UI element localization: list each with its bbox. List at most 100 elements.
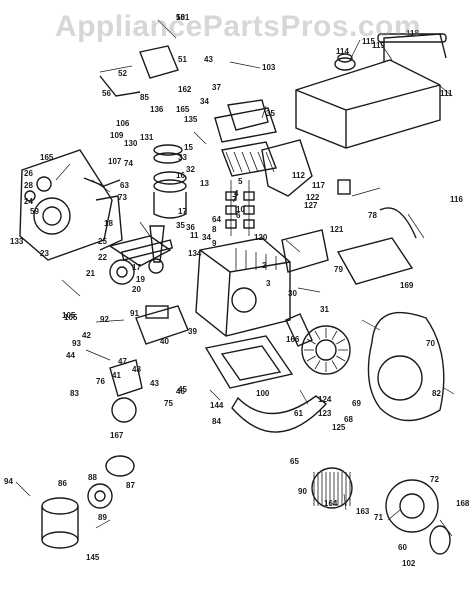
part-number-label: 48: [132, 365, 141, 374]
tank-handle: [383, 33, 447, 62]
part-number-label: 85: [140, 93, 149, 102]
part-number-label: 51: [178, 55, 187, 64]
part-number-label: 26: [24, 169, 33, 178]
part-number-label: 100: [256, 389, 270, 398]
part-number-label: 63: [120, 181, 129, 190]
part-number-label: 106: [116, 119, 130, 128]
part-number-label: 74: [124, 159, 133, 168]
starter-cup-sides: [41, 506, 79, 540]
part-number-label: 135: [184, 115, 198, 124]
head-fin: [241, 151, 251, 173]
recoil-starter: [385, 479, 439, 533]
leader-line: [351, 187, 381, 197]
part-number-label: 163: [356, 507, 370, 516]
leader-line: [299, 389, 309, 405]
heat-shield: [281, 229, 329, 273]
starter-cup-bottom: [41, 531, 79, 549]
part-number-label: 124: [318, 395, 332, 404]
flywheel-fin: [336, 355, 346, 362]
part-number-label: 21: [86, 269, 95, 278]
part-number-label: 31: [320, 305, 329, 314]
part-number-label: 112: [292, 171, 305, 180]
piston-ring-top: [153, 171, 187, 185]
part-number-label: 47: [118, 357, 127, 366]
leader-line: [157, 19, 177, 39]
part-number-label: 64: [212, 215, 221, 224]
part-number-label: 166: [286, 335, 300, 344]
crankcase-cover: [19, 149, 113, 261]
fuel-line: [379, 207, 417, 239]
engine-block-edges: [199, 249, 291, 337]
head-fin: [249, 151, 259, 173]
part-number-label: 162: [178, 85, 192, 94]
fuel-tank: [295, 59, 441, 149]
leader-line: [61, 279, 81, 297]
part-number-label: 3: [266, 279, 271, 288]
part-number-label: 82: [432, 389, 441, 398]
part-number-label: 101: [176, 13, 190, 22]
part-number-label: 75: [164, 399, 173, 408]
fuel-cap: [334, 57, 356, 71]
part-number-label: 65: [290, 457, 299, 466]
part-number-label: 102: [402, 559, 416, 568]
tank-handle-bar: [377, 33, 447, 43]
part-number-label: 123: [318, 409, 332, 418]
part-number-label: 17: [132, 263, 141, 272]
reed-plate: [145, 305, 169, 319]
part-number-label: 145: [86, 553, 100, 562]
part-number-label: 46: [176, 387, 185, 396]
air-filter-cover: [139, 45, 179, 79]
oil-seal: [24, 190, 36, 202]
leader-line: [439, 85, 453, 97]
cylinder-shield: [261, 139, 313, 197]
governor-link: [83, 177, 121, 187]
flywheel-fin: [314, 330, 321, 340]
pulley-hub: [94, 490, 106, 502]
part-number-label: 130: [124, 139, 138, 148]
part-number-label: 84: [212, 417, 221, 426]
part-number-label: 52: [118, 69, 127, 78]
part-number-label: 32: [186, 165, 195, 174]
part-number-label: 107: [108, 157, 122, 166]
part-number-label: 89: [98, 513, 107, 522]
head-fin: [225, 151, 235, 173]
leader-line: [229, 61, 261, 69]
part-number-label: 36: [186, 223, 195, 232]
recoil-center: [399, 493, 425, 519]
part-number-label: 72: [430, 475, 439, 484]
part-number-label: 109: [110, 131, 124, 140]
part-number-label: 111: [440, 89, 453, 98]
part-number-label: 165: [40, 153, 54, 162]
part-number-label: 15: [184, 143, 193, 152]
seal-ring: [36, 176, 52, 192]
part-number-label: 73: [118, 193, 127, 202]
leader-line: [439, 519, 453, 537]
part-number-label: 116: [450, 195, 463, 204]
part-number-label: 28: [24, 181, 33, 190]
flywheel-fin: [306, 355, 316, 362]
flywheel: [301, 325, 351, 375]
part-number-label: 41: [112, 371, 121, 380]
part-number-label: 105: [62, 311, 76, 320]
ignition-coil: [285, 313, 313, 347]
part-number-label: 119: [372, 41, 385, 50]
part-number-label: 19: [136, 275, 145, 284]
deflector-shroud: [231, 395, 328, 433]
part-number-label: 115: [362, 37, 375, 46]
part-number-label: 60: [398, 543, 407, 552]
part-number-label: 164: [324, 499, 338, 508]
ring-set-b: [153, 152, 183, 164]
leader-line: [95, 319, 125, 323]
part-number-label: 5: [238, 177, 243, 186]
part-number-label: 87: [126, 481, 135, 490]
part-number-label: 34: [200, 97, 209, 106]
part-number-label: 37: [212, 83, 221, 92]
part-number-label: 33: [178, 153, 187, 162]
part-number-label: 78: [368, 211, 377, 220]
leader-line: [209, 389, 221, 401]
flywheel-fin: [306, 338, 316, 345]
part-number-label: 43: [204, 55, 213, 64]
part-number-label: 136: [150, 105, 164, 114]
part-number-label: 18: [104, 219, 113, 228]
